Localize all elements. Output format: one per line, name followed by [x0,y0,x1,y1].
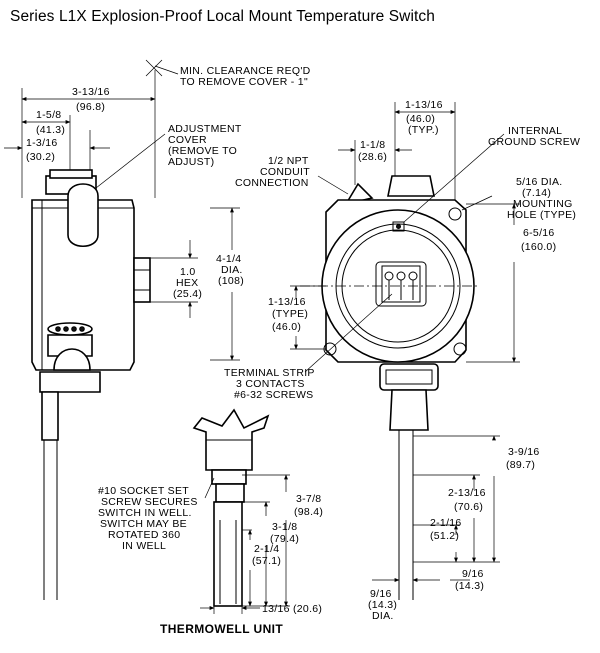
internal-ground-1: INTERNAL [508,125,562,137]
thermowell-note-5: ROTATED 360 [108,529,180,541]
stem-c-2: (51.2) [430,530,459,542]
stem-dia-b-2: (14.3) [368,599,397,611]
adj-cover-1: ADJUSTMENT [168,123,242,135]
stem-dia-a-2: (14.3) [455,580,484,592]
width-b-label: 1-3/16 [26,137,58,149]
adj-cover-2: COVER [168,134,207,146]
diameter-label-2: DIA. [221,264,243,276]
len-c-1: 2-1/4 [254,543,279,555]
len-c-2: (57.1) [252,555,281,567]
hex-label-3: (25.4) [173,288,202,300]
internal-ground-2: GROUND SCREW [488,136,580,148]
len-b-2: (79.4) [270,533,299,545]
thermowell-view [192,408,290,614]
width-a-label: 1-5/8 [36,109,61,121]
diameter-label-1: 4-1/4 [216,253,241,265]
front-view-labels: 1-13/16 (46.0) (TYP.) INTERNAL GROUND SC… [224,99,580,622]
stem-b-2: (70.6) [454,501,483,513]
width-typ-2: (46.0) [406,113,435,125]
hole-spacing-2: (160.0) [521,241,556,253]
len-a-2: (98.4) [294,506,323,518]
thermowell-note-2: SCREW SECURES [101,496,198,508]
mounting-4: HOLE (TYPE) [507,209,576,221]
width-typ-3: (TYP.) [408,124,439,136]
diameter-label-3: (108) [218,275,244,287]
terminal-1: TERMINAL STRIP [224,367,315,379]
thermowell-note-3: SWITCH IN WELL. [98,507,192,519]
width-typ-1: 1-13/16 [405,99,443,111]
adj-cover-4: ADJUST) [168,156,214,168]
stem-a-1: 3-9/16 [508,446,540,458]
hex-label-1: 1.0 [180,266,196,278]
height-type-1: 1-13/16 [268,296,306,308]
terminal-3: #6-32 SCREWS [234,389,313,401]
hex-label-2: HEX [176,277,199,289]
stem-b-1: 2-13/16 [448,487,486,499]
mounting-2: (7.14) [522,187,551,199]
offset-2: (28.6) [358,151,387,163]
conduit-1: 1/2 NPT [268,155,309,167]
height-type-3: (46.0) [272,321,301,333]
stem-a-2: (89.7) [506,459,535,471]
thermowell-note-6: IN WELL [122,540,166,552]
thermowell-labels: #10 SOCKET SET SCREW SECURES SWITCH IN W… [98,485,323,636]
height-type-2: (TYPE) [272,308,308,320]
terminal-2: 3 CONTACTS [236,378,305,390]
width-b-metric: (30.2) [26,151,55,163]
hole-spacing-1: 6-5/16 [523,227,555,239]
len-b-1: 3-1/8 [272,521,297,533]
thermowell-note-1: #10 SOCKET SET [98,485,189,497]
clearance-label-1: MIN. CLEARANCE REQ'D [180,65,311,77]
stem-dia-b-3: DIA. [372,610,394,622]
stem-dia-b-1: 9/16 [370,588,392,600]
overall-width-metric: (96.8) [76,101,105,113]
len-a-1: 3-7/8 [296,493,321,505]
stem-dia-a-1: 9/16 [462,568,484,580]
side-view [4,59,240,600]
offset-1: 1-1/8 [360,139,385,151]
thermowell-note-4: SWITCH MAY BE [100,518,187,530]
stem-c-1: 2-1/16 [430,517,462,529]
mounting-1: 5/16 DIA. [516,176,562,188]
overall-width-label: 3-13/16 [72,86,110,98]
width-a-metric: (41.3) [36,124,65,136]
conduit-2: CONDUIT [260,166,310,178]
adj-cover-3: (REMOVE TO [168,145,237,157]
thermowell-dia: 13/16 (20.6) [262,603,322,615]
side-view-labels: MIN. CLEARANCE REQ'D TO REMOVE COVER - 1… [26,65,311,300]
conduit-3: CONNECTION [235,177,309,189]
page-title: Series L1X Explosion-Proof Local Mount T… [10,8,435,25]
thermowell-caption: THERMOWELL UNIT [160,622,283,636]
clearance-label-2: TO REMOVE COVER - 1" [180,76,308,88]
mounting-3: MOUNTING [513,198,573,210]
front-view [290,102,520,600]
